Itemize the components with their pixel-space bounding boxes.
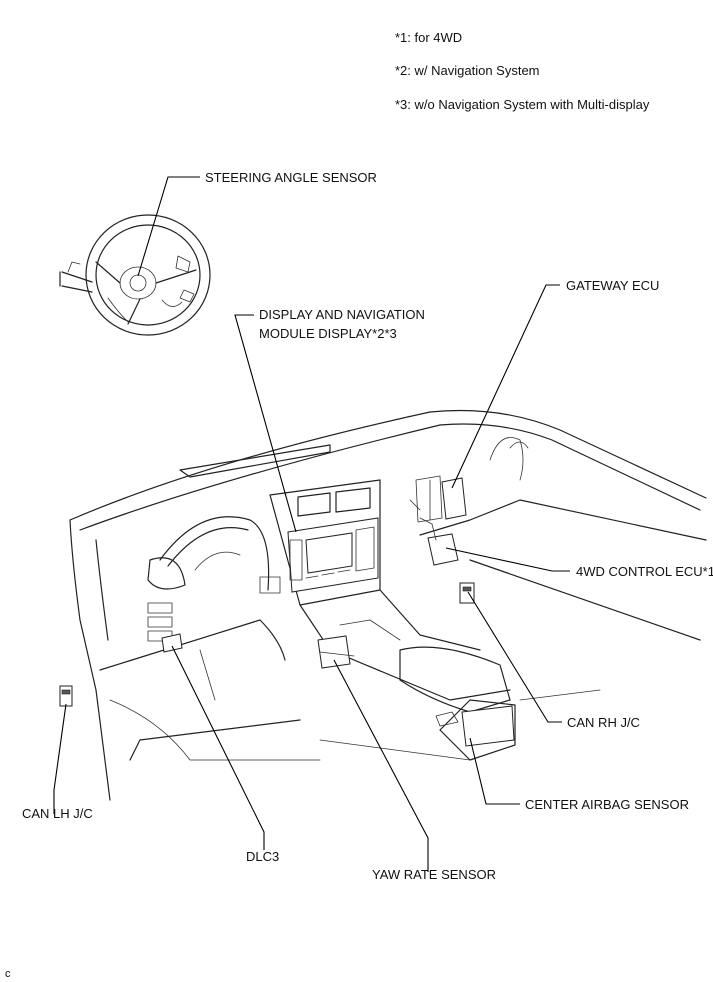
label-can-lh-jc: CAN LH J/C (22, 806, 93, 821)
dashboard-drawing (69, 409, 707, 801)
note-navigation: *2: w/ Navigation System (395, 63, 540, 78)
label-yaw-rate-sensor: YAW RATE SENSOR (372, 867, 496, 882)
leader-lines (53, 176, 570, 872)
label-display-nav-line1: DISPLAY AND NAVIGATION (259, 307, 425, 322)
label-dlc3: DLC3 (246, 849, 280, 864)
4wd-control-ecu-unit (419, 517, 459, 566)
label-4wd-control-ecu: 4WD CONTROL ECU*1 (576, 564, 713, 579)
center-airbag-sensor-unit (435, 705, 515, 747)
can-lh-jc-unit (59, 685, 73, 707)
label-gateway-ecu: GATEWAY ECU (566, 278, 660, 293)
display-module-unit (287, 517, 379, 593)
label-steering-angle-sensor: STEERING ANGLE SENSOR (205, 170, 377, 185)
note-multi-display: *3: w/o Navigation System with Multi-dis… (395, 97, 650, 112)
label-center-airbag-sensor: CENTER AIRBAG SENSOR (525, 797, 689, 812)
note-4wd: *1: for 4WD (395, 30, 463, 45)
can-rh-jc-unit (459, 582, 475, 604)
label-can-rh-jc: CAN RH J/C (567, 715, 640, 730)
corner-code: C (5, 968, 11, 980)
label-display-nav-line2: MODULE DISPLAY*2*3 (259, 326, 397, 341)
gateway-ecu-unit (415, 475, 467, 523)
yaw-rate-sensor-unit (317, 635, 355, 669)
dlc3-unit (161, 633, 183, 653)
steering-wheel-drawing (59, 214, 211, 336)
